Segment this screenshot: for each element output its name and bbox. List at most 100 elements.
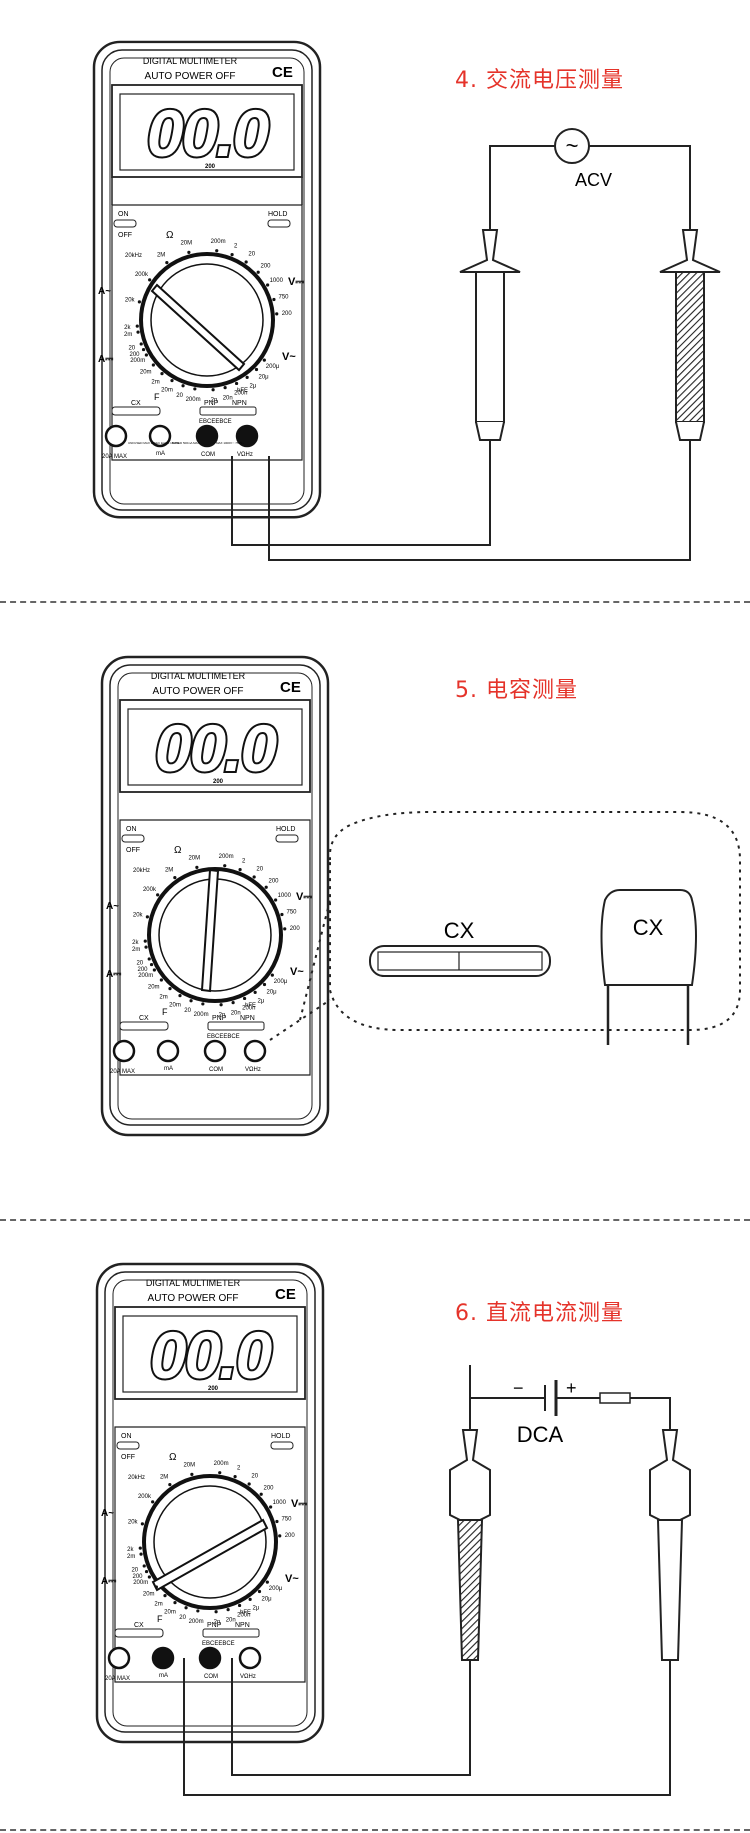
dial-tick [141,347,146,352]
dial-range-label: 2 [242,858,246,864]
dial-tick [237,1603,242,1608]
jack-20a[interactable] [107,1646,131,1670]
hold-label: HOLD [268,211,287,218]
hfe-socket[interactable] [202,1628,260,1638]
dial-range-label: 20 [131,1567,138,1573]
dial-tick [262,358,266,362]
dial-range-label: 2μ [249,384,256,390]
dial-tick [154,1585,158,1589]
cx-socket[interactable] [111,406,161,416]
dial-range-label: 20 [251,1474,258,1480]
rotary-dial[interactable] [139,252,275,388]
hold-button[interactable] [267,219,291,228]
dial-range-label: 2M [165,867,173,873]
probe-red [449,1398,491,1661]
power-button[interactable] [121,834,145,843]
hz-label: 20kHz [128,1475,145,1481]
hfe-socket[interactable] [199,406,257,416]
dial-tick [264,885,268,889]
dial-tick [159,978,163,982]
on-label: ON [118,211,129,218]
jack-v[interactable] [243,1039,267,1063]
dial-tick [148,278,152,282]
rotary-dial[interactable] [147,867,283,1003]
jack-ma[interactable] [156,1039,180,1063]
dcv-label: V⎓ [288,276,304,288]
dial-tick [168,1483,172,1487]
dial-tick [156,893,160,897]
dial-range-label: 2n [211,398,218,404]
meter-dca: DIGITAL MULTIMETER AUTO POWER OFF CE 00.… [95,1262,325,1744]
dial-range-label: 200k [135,272,149,278]
section-title-dca: 6. 直流电流测量 [455,1301,624,1326]
hz-label: 20kHz [125,253,142,259]
power-button[interactable] [113,219,137,228]
hold-button[interactable] [270,1441,294,1450]
dial-tick [269,1505,273,1509]
dial-range-label: 750 [281,1517,292,1523]
dial-tick [168,987,172,991]
dial-tick [270,973,274,977]
dial-range-label: 200m [138,973,153,979]
dial-tick [201,1002,205,1006]
dial-range-label: 200m [130,358,145,364]
rotary-dial[interactable] [142,1474,278,1610]
dial-range-label: 2m [132,947,140,953]
dial-tick [254,367,259,372]
ac-source-symbol: ~ [566,133,579,158]
hold-button[interactable] [275,834,299,843]
dial-tick [242,996,247,1001]
dial-tick [211,388,215,392]
jack-com[interactable] [198,1646,222,1670]
dial-tick [173,1601,177,1605]
jack-com[interactable] [203,1039,227,1063]
dial-tick [274,898,278,902]
lcd-range: 200 [208,1386,219,1392]
on-label: ON [126,826,137,833]
dial-tick [139,1552,143,1556]
dial-range-label: 2k [127,1547,134,1553]
jack-20a[interactable] [112,1039,136,1063]
jack-ma[interactable] [148,424,172,448]
npn-label: NPN [232,400,247,407]
dial-range-label: 20k [125,297,136,303]
dial-tick [266,283,270,287]
cx-socket[interactable] [114,1628,164,1638]
dial-tick [163,1594,167,1598]
dial-tick [238,868,242,872]
dial-tick [214,1610,218,1614]
meter-capacitance: DIGITAL MULTIMETER AUTO POWER OFF CE 00.… [100,655,330,1137]
dial-range-label: 2 [237,1465,241,1471]
brand-line2: AUTO POWER OFF [153,686,244,697]
cx-socket[interactable] [119,1021,169,1031]
dial-tick [189,999,193,1003]
dial-tick [170,379,174,383]
jack-v[interactable] [235,424,259,448]
dial-tick [138,1546,142,1550]
jack-com-label: COM [204,1674,218,1680]
dial-tick [181,384,185,388]
dial-range-label: 200k [138,1494,152,1500]
brand-line2: AUTO POWER OFF [145,71,236,82]
farad-label: F [154,392,160,402]
dial-range-label: 20k [133,912,144,918]
dca-label: A⎓ [106,969,121,980]
dial-range-label: 200m [186,397,201,403]
jack-com-label: COM [201,452,215,458]
jack-ma[interactable] [151,1646,175,1670]
jack-20a[interactable] [104,424,128,448]
hfe-socket[interactable] [207,1021,265,1031]
jack-v[interactable] [238,1646,262,1670]
dial-range-label: 2k [132,940,139,946]
power-button[interactable] [116,1441,140,1450]
warn-20a-label: UNFUSED MAX 10SEC EACH 15MIN [128,441,179,445]
dial-range-label: 200m [211,239,226,245]
meter-acv: DIGITAL MULTIMETER AUTO POWER OFF CE 00.… [92,40,322,519]
brand-line1: DIGITAL MULTIMETER [151,671,246,681]
dial-range-label: 20μ [261,1597,272,1603]
jack-com[interactable] [195,424,219,448]
dial-range-label: 200n [234,391,247,397]
dial-range-label: 200 [269,878,280,884]
off-label: OFF [118,232,132,239]
dial-range-label: 2n [219,1013,226,1019]
